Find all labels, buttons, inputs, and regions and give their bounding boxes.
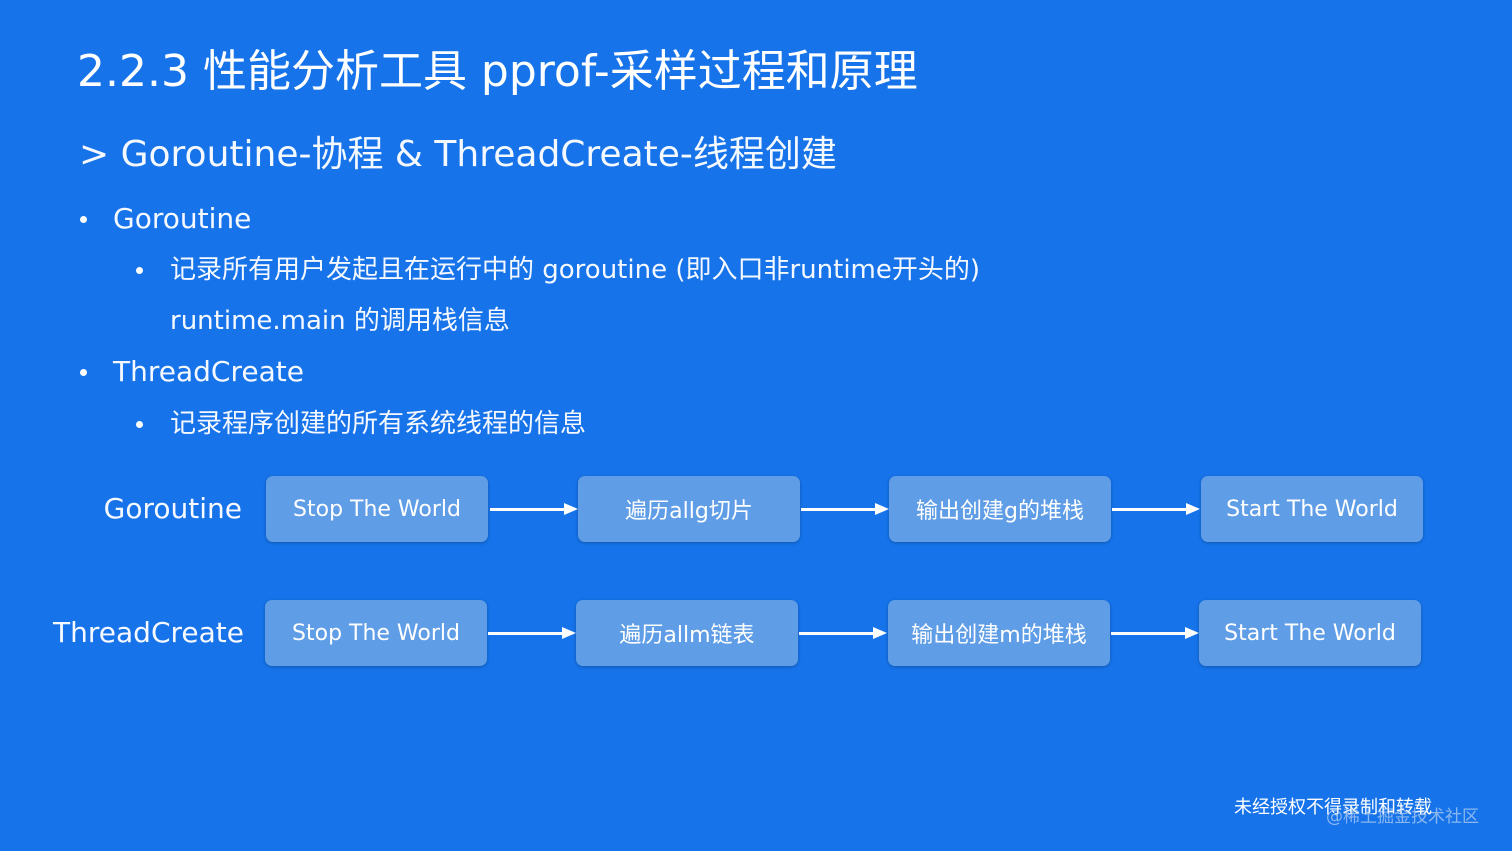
bullet-goroutine-detail-text: 记录所有用户发起且在运行中的 goroutine (即入口非runtime开头的…	[170, 255, 981, 285]
bullet-threadcreate-label: ThreadCreate	[113, 355, 304, 388]
bullet-goroutine-detail: 记录所有用户发起且在运行中的 goroutine (即入口非runtime开头的…	[136, 252, 981, 288]
bullet-goroutine-label: Goroutine	[113, 202, 252, 235]
bullet-dot-icon	[80, 369, 87, 376]
flow-label-threadcreate: ThreadCreate	[53, 616, 244, 649]
copyright-notice: 未经授权不得录制和转载	[1234, 797, 1432, 818]
source-watermark: @稀土掘金技术社区	[1326, 807, 1479, 827]
arrow-right-icon	[490, 503, 578, 515]
flow-step-box: Start The World	[1199, 600, 1421, 666]
bullet-threadcreate-detail: 记录程序创建的所有系统线程的信息	[136, 406, 587, 442]
bullet-dot-icon	[136, 267, 143, 274]
arrow-right-icon	[1111, 627, 1199, 639]
flow-step-box: 输出创建g的堆栈	[889, 476, 1111, 542]
bullet-dot-icon	[80, 216, 87, 223]
flow-label-goroutine: Goroutine	[103, 492, 242, 525]
arrow-right-icon	[801, 503, 889, 515]
flow-step-box: Stop The World	[266, 476, 488, 542]
bullet-threadcreate-detail-text: 记录程序创建的所有系统线程的信息	[170, 409, 587, 439]
arrow-right-icon	[1112, 503, 1200, 515]
flow-step-box: 输出创建m的堆栈	[888, 600, 1110, 666]
flow-step-box: Stop The World	[265, 600, 487, 666]
bullet-dot-icon	[136, 421, 143, 428]
flow-step-box: Start The World	[1201, 476, 1423, 542]
flow-step-box: 遍历allg切片	[578, 476, 800, 542]
arrow-right-icon	[799, 627, 887, 639]
bullet-goroutine-detail-continued: runtime.main 的调用栈信息	[170, 303, 510, 339]
bullet-goroutine: Goroutine	[80, 201, 252, 237]
bullet-goroutine-detail-text-2: runtime.main 的调用栈信息	[170, 306, 510, 336]
flow-step-box: 遍历allm链表	[576, 600, 798, 666]
arrow-right-icon	[488, 627, 576, 639]
slide-subtitle: > Goroutine-协程 & ThreadCreate-线程创建	[79, 134, 837, 175]
slide-title: 2.2.3 性能分析工具 pprof-采样过程和原理	[77, 46, 918, 97]
bullet-threadcreate: ThreadCreate	[80, 354, 304, 390]
